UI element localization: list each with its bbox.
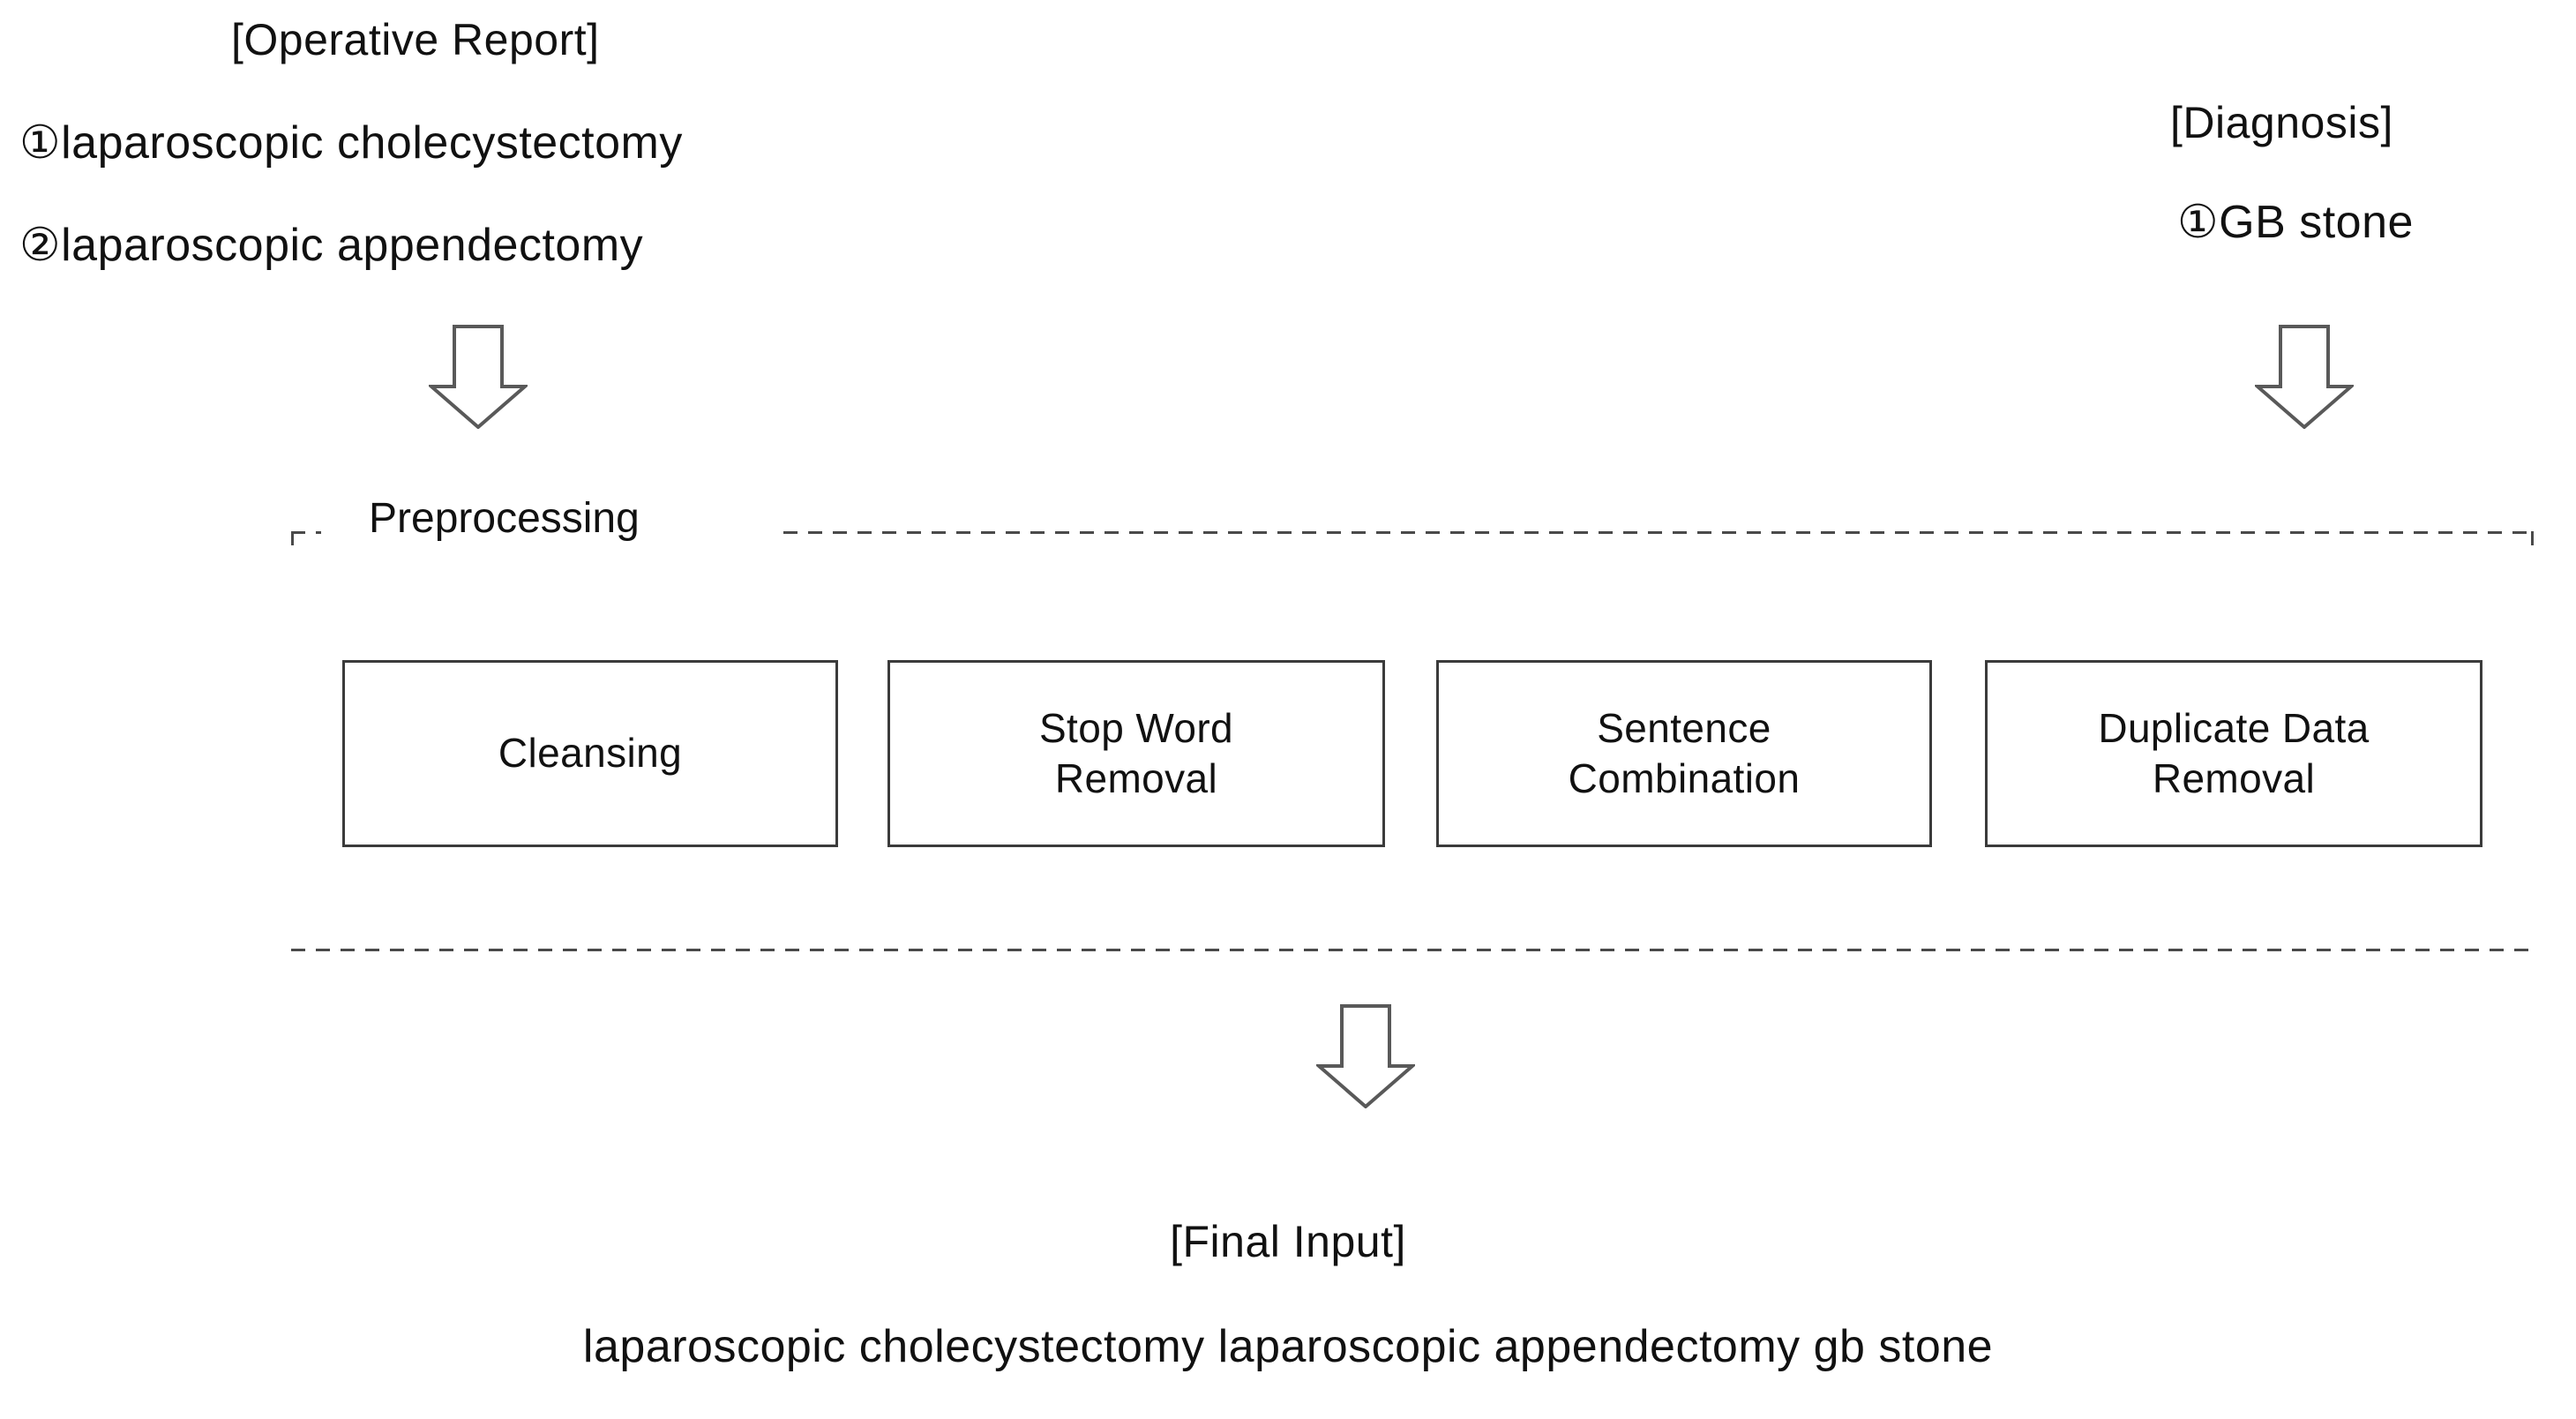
preprocessing-legend: Preprocessing (355, 494, 654, 543)
group-border-top-right-segment (783, 531, 2534, 534)
operative-report-title: [Operative Report] (231, 15, 600, 64)
down-arrow-icon-to-final-input (1316, 1004, 1415, 1108)
final-input-title: [Final Input] (1170, 1217, 1406, 1266)
down-arrow-icon-from-diagnosis (2255, 325, 2354, 429)
operative-report-item-2: ②laparoscopic appendectomy (19, 220, 644, 271)
final-input-text: laparoscopic cholecystectomy laparoscopi… (582, 1321, 1994, 1372)
process-step-cleansing[interactable]: Cleansing (342, 660, 838, 847)
group-border-left (291, 531, 294, 951)
group-border-top-left-segment (291, 531, 321, 534)
group-border-bottom (291, 949, 2534, 951)
diagnosis-item-1: ①GB stone (2177, 197, 2414, 248)
diagnosis-title: [Diagnosis] (2170, 98, 2393, 147)
down-arrow-icon-from-operative-report (429, 325, 528, 429)
operative-report-item-1: ①laparoscopic cholecystectomy (19, 117, 683, 169)
group-border-right (2531, 531, 2534, 951)
